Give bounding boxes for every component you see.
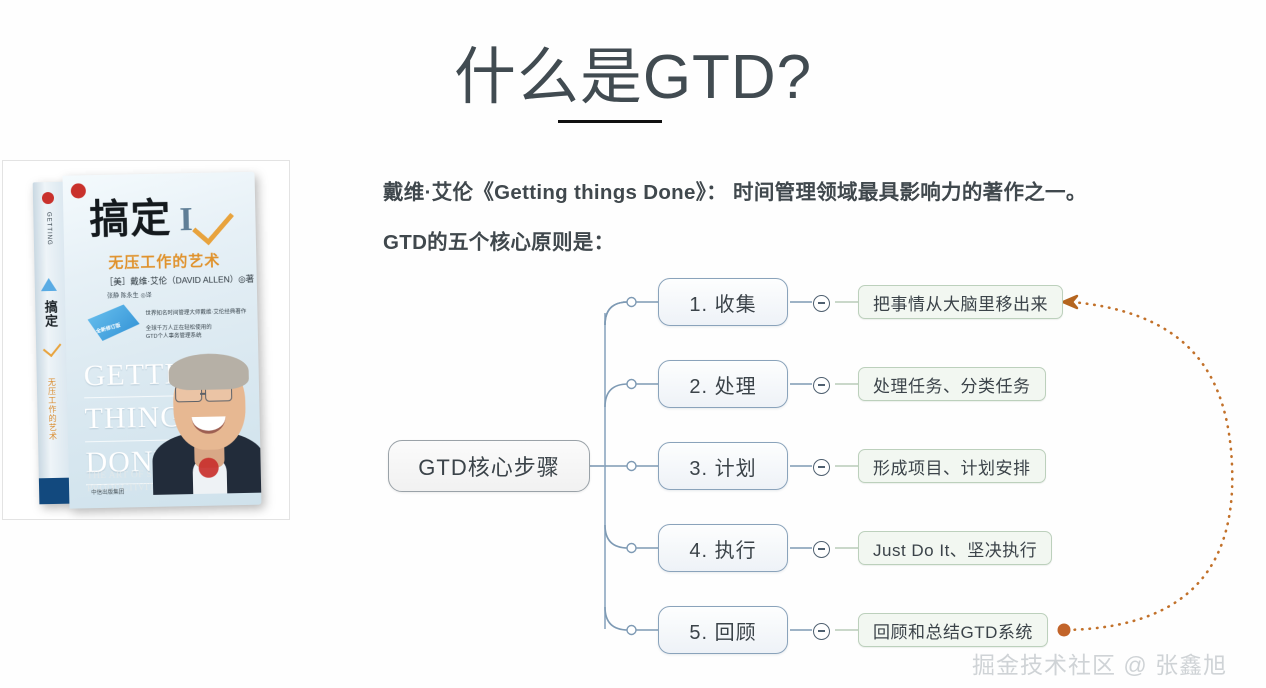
cover-roman-numeral: I (179, 201, 194, 239)
spine-subtitle: 无压工作的艺术 (47, 377, 58, 442)
mindmap-connectors (590, 294, 1234, 637)
cover-subtitle: 无压工作的艺术 (108, 252, 221, 272)
loop-arrow-path (1065, 300, 1234, 632)
mindmap-step-node-4[interactable]: 4. 执行 (658, 524, 788, 572)
spine-title: 搞定 (42, 299, 59, 329)
mindmap-step-node-1[interactable]: 1. 收集 (658, 278, 788, 326)
portrait-hair (168, 352, 250, 391)
spine-check-icon (42, 337, 62, 358)
check-mark-icon (191, 201, 235, 246)
minus-circle-icon-2[interactable] (813, 376, 830, 394)
branch-dot-5 (626, 624, 637, 636)
cover-translator: 张静 陈永生 ◎译 (107, 292, 152, 300)
mindmap-root-node[interactable]: GTD核心步骤 (388, 440, 590, 492)
mindmap-step-node-5[interactable]: 5. 回顾 (658, 606, 788, 654)
gtd-mindmap: GTD核心步骤 1. 收集 2. 处理 3. 计划 4. 执行 5. 回顾 把事… (370, 255, 1266, 665)
cover-title: 搞定 (88, 195, 172, 244)
minus-circle-icon-1[interactable] (813, 294, 830, 312)
branch-dot-2 (626, 378, 637, 390)
branch-dot-3 (626, 460, 637, 472)
body-paragraph-2: GTD的五个核心原则是： (383, 231, 615, 254)
loop-arrow-start-dot (1057, 623, 1071, 637)
spine-footer-band (38, 477, 70, 505)
branch-dot-1 (626, 296, 637, 308)
title-underline (558, 120, 662, 123)
spine-triangle-icon (40, 277, 57, 292)
connector-branch-2 (604, 383, 629, 408)
publisher-dot-icon (70, 183, 87, 199)
connector-branch-1 (604, 301, 629, 326)
mindmap-desc-node-4[interactable]: Just Do It、坚决执行 (858, 531, 1053, 565)
watermark: 掘金技术社区 @ 张鑫旭 (972, 652, 1228, 678)
body-paragraph-1: 戴维·艾伦《Getting things Done》： 时间管理领域最具影响力的… (383, 181, 1087, 204)
connector-branch-5 (604, 606, 629, 631)
mindmap-desc-node-2[interactable]: 处理任务、分类任务 (858, 367, 1046, 401)
minus-circle-icon-5[interactable] (813, 622, 830, 640)
cover-author: ［美］戴维·艾伦（DAVID ALLEN）◎著 (104, 273, 255, 287)
book-front-cover: 搞定 I 无压工作的艺术 ［美］戴维·艾伦（DAVID ALLEN）◎著 张静 … (62, 171, 262, 509)
book-cover-image: GETTING 搞定 无压工作的艺术 搞定 I 无压工作的艺术 ［美］戴维·艾伦… (2, 160, 290, 520)
mindmap-desc-node-5[interactable]: 回顾和总结GTD系统 (858, 613, 1048, 647)
mindmap-desc-node-1[interactable]: 把事情从大脑里移出来 (858, 285, 1063, 319)
minus-circle-icon-3[interactable] (813, 458, 830, 476)
connector-branch-4 (604, 524, 629, 549)
spine-english-title: GETTING (45, 211, 52, 246)
loop-arrow-head-icon (1061, 294, 1079, 310)
book-3d-shell: GETTING 搞定 无压工作的艺术 搞定 I 无压工作的艺术 ［美］戴维·艾伦… (32, 171, 262, 510)
portrait-glasses-bridge (200, 393, 206, 395)
publisher-logo-icon (41, 191, 55, 205)
branch-dot-4 (626, 542, 637, 554)
page-title: 什么是GTD? (453, 43, 813, 112)
mindmap-step-node-2[interactable]: 2. 处理 (658, 360, 788, 408)
cover-publisher: 中信出版集团 (91, 489, 125, 497)
mindmap-desc-node-3[interactable]: 形成项目、计划安排 (858, 449, 1046, 483)
cover-blurb-1: 世界知名时间管理大师戴维·艾伦经典著作 (145, 308, 247, 318)
mindmap-step-node-3[interactable]: 3. 计划 (658, 442, 788, 490)
minus-circle-icon-4[interactable] (813, 540, 830, 558)
